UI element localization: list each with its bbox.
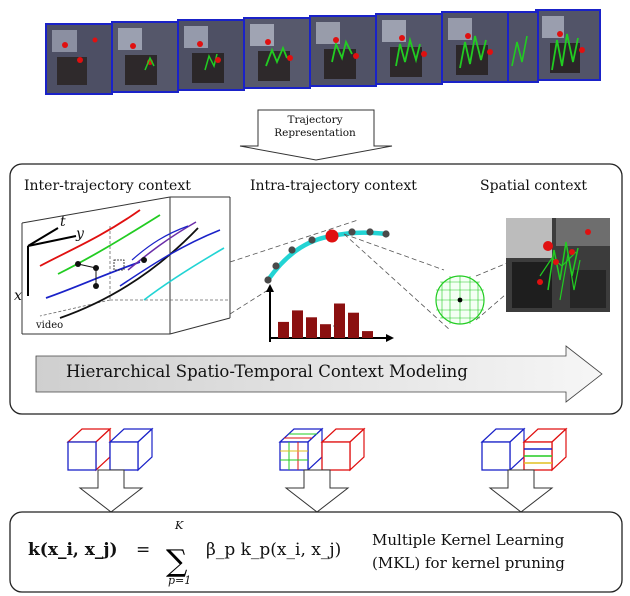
video-frame [375,13,443,85]
trajectory-representation-label: Trajectory Representation [274,114,356,139]
intra-trajectory-plot [264,228,390,284]
down-arrow [284,469,350,513]
formula-lhs: k(x_i, x_j) [28,540,118,560]
mkl-label-line2: (MKL) for kernel pruning [372,554,565,572]
formula-rhs: β_p k_p(x_i, x_j) [206,540,342,560]
spatial-context-image [506,218,610,312]
hierarchical-modeling-label: Hierarchical Spatio-Temporal Context Mod… [66,362,468,381]
intra-trajectory-label: Intra-trajectory context [250,178,417,194]
connector-line [229,219,359,263]
kernel-cubes-inter [66,427,154,472]
axis-label-t: t [60,214,66,230]
connector-line [343,233,445,271]
trajectory-representation-arrow [239,109,393,161]
histogram-bar [334,303,345,338]
mkl-label-line1: Multiple Kernel Learning [372,531,565,549]
video-frame [45,23,113,95]
down-arrow [488,469,554,513]
summation-sign: ∑ [166,544,188,579]
mkl-panel [9,511,623,593]
histogram [266,284,394,342]
histogram-bar [320,324,331,338]
inter-trajectory-label: Inter-trajectory context [24,178,191,194]
video-label: video [36,320,64,331]
formula-equals: = [136,540,151,560]
video-frame [441,11,509,83]
video-frame [535,9,601,81]
kernel-cubes-spatial [480,427,568,472]
down-arrow [78,469,144,513]
video-frame [309,15,377,87]
histogram-bar [306,317,317,338]
spatial-context-label: Spatial context [480,178,587,194]
histogram-bar [292,310,303,338]
sum-upper-limit: K [175,519,184,532]
video-frame-strip [45,9,601,95]
spatial-grid-circle [435,275,485,325]
axis-label-y: y [76,226,84,242]
kernel-cubes-intra [278,427,366,472]
video-frame [111,21,179,93]
sum-lower-limit: p=1 [168,574,192,587]
inter-trajectory-volume [21,196,231,335]
hierarchical-arrow [35,345,603,403]
video-frame [243,17,311,89]
video-frame [507,11,539,83]
histogram-bar [278,321,289,338]
video-frame [177,19,245,91]
histogram-bar [348,312,359,338]
histogram-bar [362,331,373,338]
axis-label-x: x [14,288,22,304]
